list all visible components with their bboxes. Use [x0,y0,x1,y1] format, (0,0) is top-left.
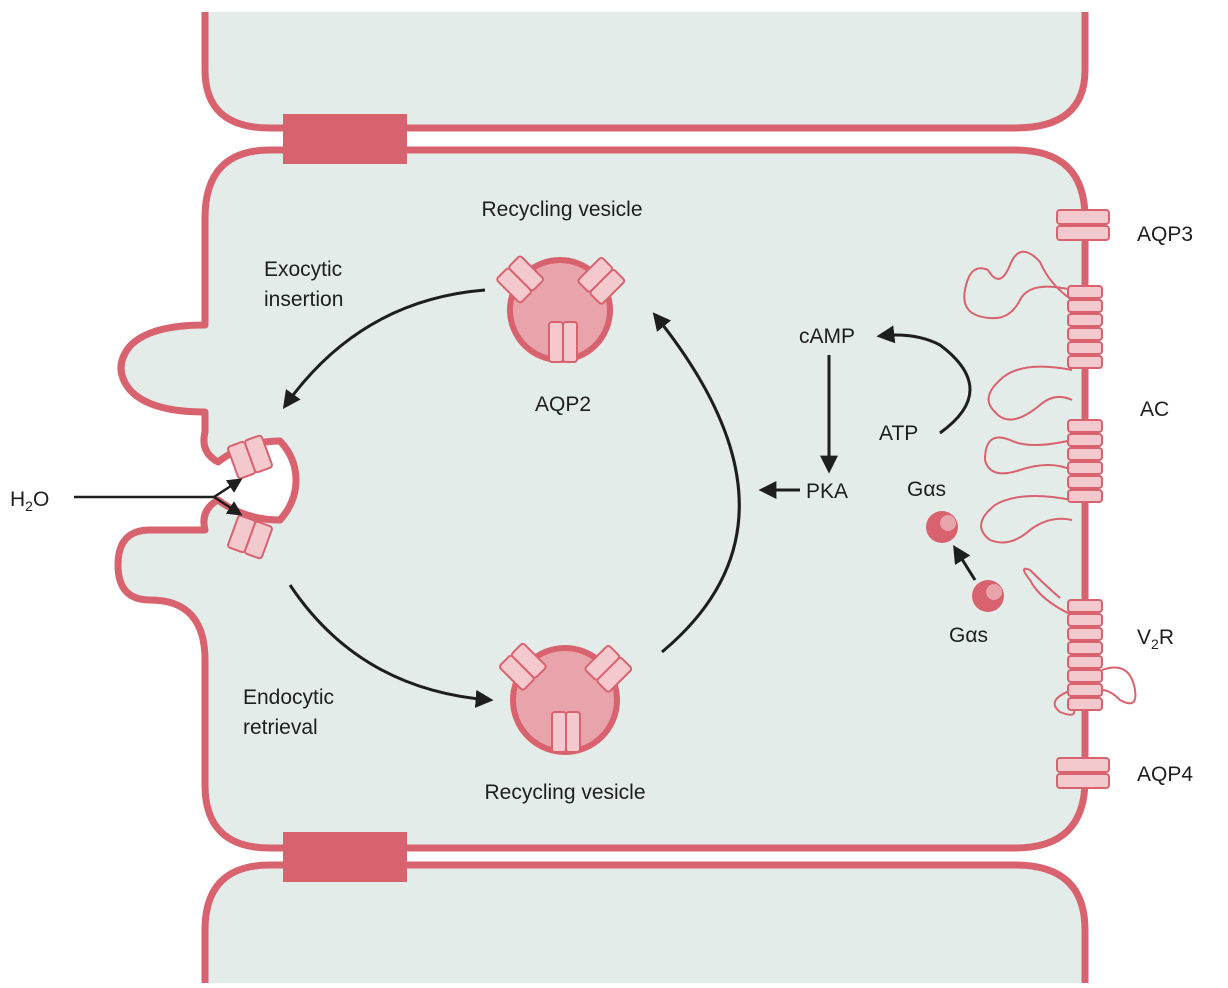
label-aqp4: AQP4 [1137,763,1193,786]
endocytic-retrieval-arrow [288,584,494,708]
recycling-vesicle-bottom [499,642,633,755]
g-alpha-s-lower [972,580,1004,612]
atp-to-camp-arrow [876,325,972,435]
label-retrieval: retrieval [243,716,318,739]
exocytic-insertion-arrow [282,288,486,409]
adenylyl-cyclase [963,250,1103,544]
label-aqp3: AQP3 [1137,223,1193,246]
label-aqp2: AQP2 [535,393,591,416]
vesicle-recycling-arrow [652,312,741,654]
label-camp: cAMP [799,325,855,348]
main-cell-membrane [114,146,1089,852]
water-split-arrow-upper [213,478,243,499]
label-v2r: V2R [1137,626,1174,652]
aqp4-channel [1056,757,1110,789]
aqp3-channel [1056,209,1110,241]
upper-cell [201,12,1089,132]
tight-junction-bottom [283,832,407,882]
water-split-arrow-lower [213,495,243,516]
label-recycling-vesicle-top: Recycling vesicle [481,198,642,221]
label-ac: AC [1140,398,1169,421]
g-alpha-s-upper [926,511,958,543]
label-g-alpha-s-lower: Gαs [949,624,988,647]
apical-aqp2-channel-upper [227,434,273,480]
g-protein-activation-arrow [953,544,977,581]
recycling-vesicle-top [496,255,626,363]
apical-aqp2-channel-lower [227,514,273,560]
label-endocytic: Endocytic [243,686,334,709]
label-pka: PKA [806,480,848,503]
label-g-alpha-s-upper: Gαs [907,478,946,501]
v2-receptor [1023,567,1137,716]
label-atp: ATP [879,422,918,445]
lower-cell [201,861,1089,983]
label-insertion: insertion [264,288,343,311]
tight-junction-top [283,114,407,164]
label-exocytic: Exocytic [264,258,342,281]
label-water: H2O [10,488,49,514]
label-recycling-vesicle-bottom: Recycling vesicle [484,781,645,804]
